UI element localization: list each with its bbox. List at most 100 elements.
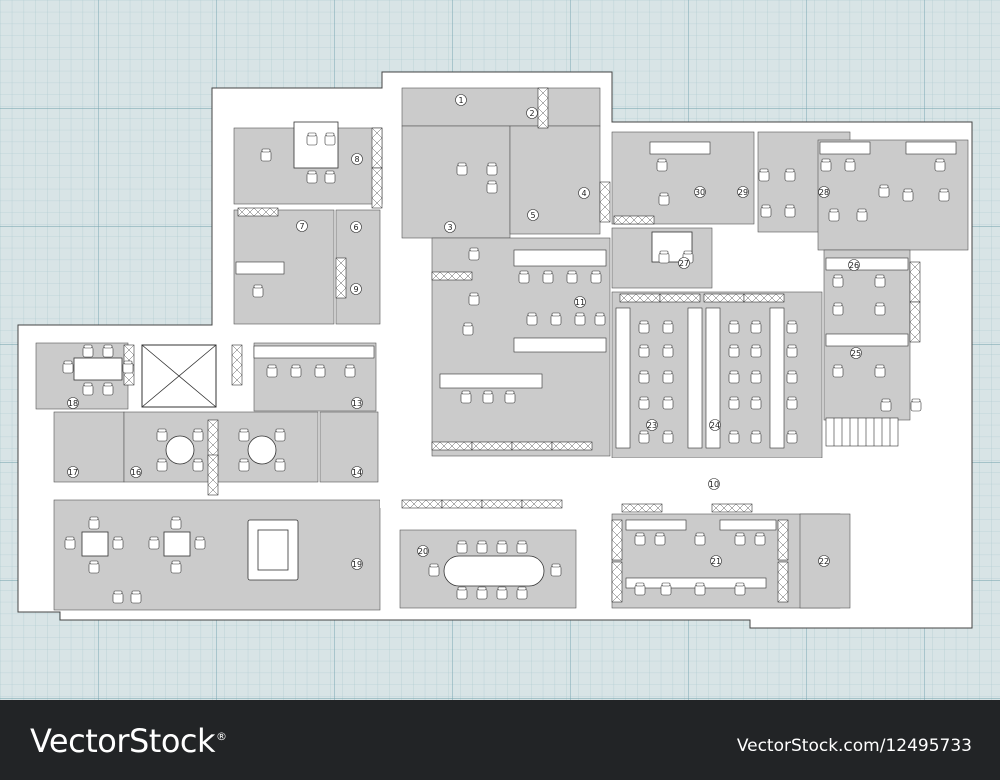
room-number-marker (694, 186, 706, 198)
room-number-label: 2 (529, 109, 534, 118)
room-number-marker (351, 397, 363, 409)
chair (658, 250, 670, 264)
elevator-shaft (141, 344, 217, 408)
chair (238, 458, 250, 472)
room-number-marker (130, 466, 142, 478)
chair (252, 284, 264, 298)
chair (542, 270, 554, 284)
room-number-marker (417, 545, 429, 557)
room-number-marker (646, 419, 658, 431)
chair (820, 158, 832, 172)
room-number-label: 8 (354, 155, 359, 164)
chair (290, 364, 302, 378)
chair (82, 382, 94, 396)
chair (874, 364, 886, 378)
room-number-label: 5 (530, 211, 535, 220)
chair (468, 292, 480, 306)
chair (874, 302, 886, 316)
chair (88, 560, 100, 574)
chair (694, 532, 706, 546)
chair (566, 270, 578, 284)
room-number-marker (848, 259, 860, 271)
chair (594, 312, 606, 326)
chair (170, 516, 182, 530)
chair (170, 560, 182, 574)
room-number-marker (350, 283, 362, 295)
chair (314, 364, 326, 378)
room-number-label: 29 (738, 188, 748, 197)
room-number-label: 24 (710, 421, 720, 430)
chair (156, 458, 168, 472)
chair (64, 536, 76, 550)
room-number-label: 27 (679, 259, 689, 268)
room-number-label: 28 (819, 188, 829, 197)
chair (832, 302, 844, 316)
room-number-label: 4 (581, 189, 586, 198)
chair (660, 582, 672, 596)
room-number-label: 6 (353, 223, 358, 232)
room-number-marker (737, 186, 749, 198)
room-number-label: 11 (575, 298, 585, 307)
room-number-marker (709, 419, 721, 431)
room-number-label: 9 (353, 285, 358, 294)
room-number-label: 26 (849, 261, 859, 270)
chair (460, 390, 472, 404)
staircase (825, 417, 899, 447)
chair (638, 320, 650, 334)
chair (784, 204, 796, 218)
room-number-label: 20 (418, 547, 428, 556)
chair (934, 158, 946, 172)
chair (878, 184, 890, 198)
chair (856, 208, 868, 222)
image-id: VectorStock.com/12495733 (736, 736, 972, 756)
chair (550, 312, 562, 326)
chair (550, 563, 562, 577)
chair (486, 162, 498, 176)
room-number-marker (818, 555, 830, 567)
office-floor-plan: 1234567891011131416171819202122232425262… (0, 0, 1000, 700)
chair (192, 458, 204, 472)
chair (734, 532, 746, 546)
room-number-label: 23 (647, 421, 657, 430)
chair (728, 370, 740, 384)
chair (786, 344, 798, 358)
chair (306, 170, 318, 184)
room-number-marker (574, 296, 586, 308)
chair (728, 430, 740, 444)
chair (496, 540, 508, 554)
chair (112, 536, 124, 550)
chair (344, 364, 356, 378)
chair (266, 364, 278, 378)
chair (306, 132, 318, 146)
chair (574, 312, 586, 326)
room-number-marker (296, 220, 308, 232)
room-number-label: 30 (695, 188, 705, 197)
chair (662, 396, 674, 410)
chair (832, 364, 844, 378)
chair (786, 370, 798, 384)
chair (156, 428, 168, 442)
chair (274, 458, 286, 472)
chair (456, 586, 468, 600)
room-number-label: 3 (447, 223, 452, 232)
room-number-label: 19 (352, 560, 362, 569)
chair (462, 322, 474, 336)
chair (88, 516, 100, 530)
chair (518, 270, 530, 284)
chair (194, 536, 206, 550)
chair (662, 344, 674, 358)
chair (784, 168, 796, 182)
room-number-marker (708, 478, 720, 490)
chair (456, 540, 468, 554)
room-number-marker (678, 257, 690, 269)
room-number-marker (527, 209, 539, 221)
chair (634, 582, 646, 596)
chair (102, 382, 114, 396)
brand-name: VectorStock (30, 722, 216, 760)
chair (102, 344, 114, 358)
chair (758, 168, 770, 182)
chair (504, 390, 516, 404)
room-number-marker (350, 221, 362, 233)
room-number-marker (710, 555, 722, 567)
